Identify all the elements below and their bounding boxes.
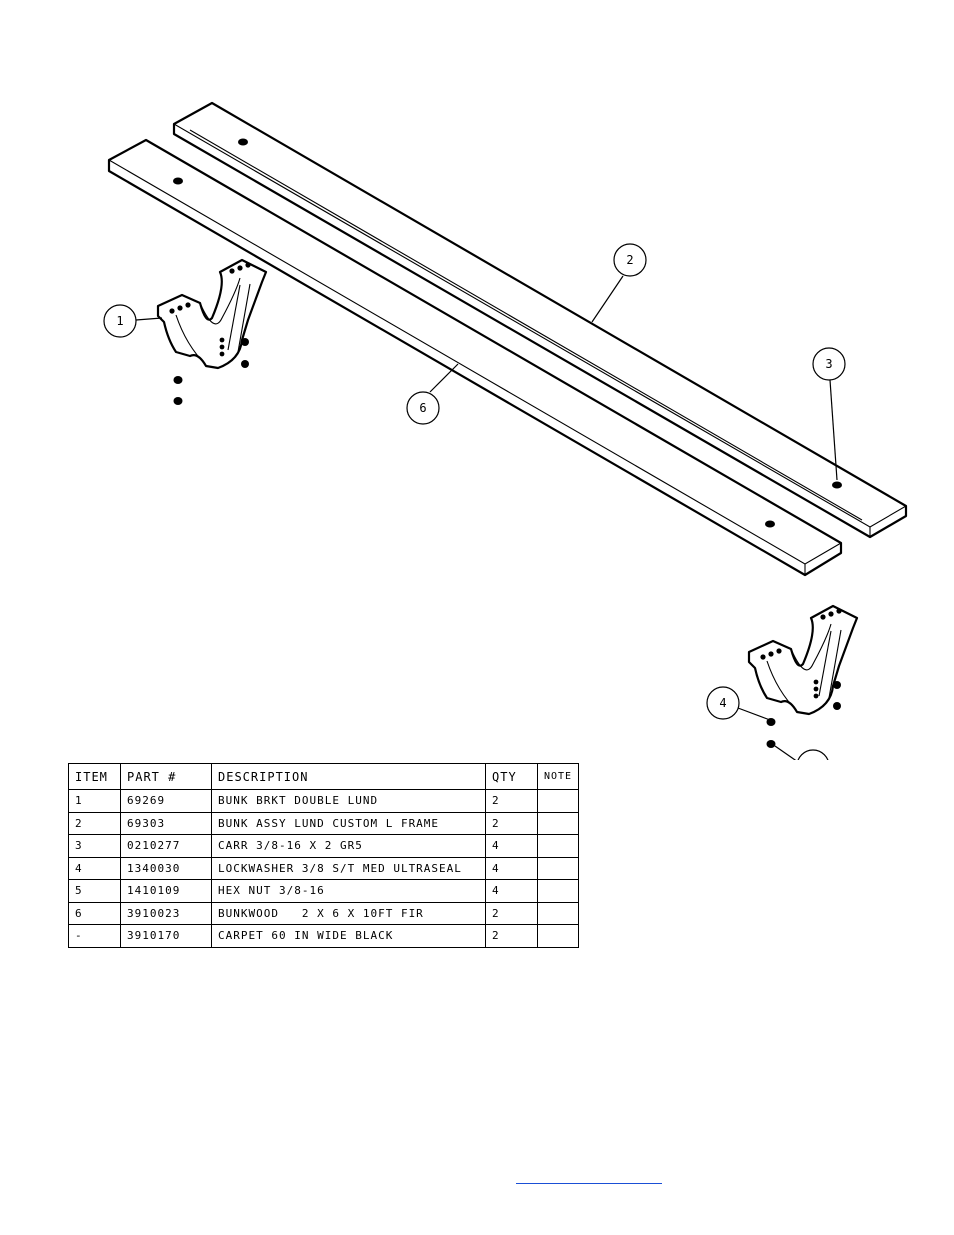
- bom-cell-qty: 2: [485, 901, 538, 925]
- svg-text:3: 3: [825, 357, 832, 371]
- bom-cell-part-number: 3910023: [120, 901, 212, 925]
- bom-cell-part-number: 1410109: [120, 879, 212, 903]
- bunk-board-rear: [172, 101, 908, 539]
- bom-cell-item: 4: [68, 856, 121, 880]
- callout-balloon-5: 5: [797, 749, 829, 760]
- bom-cell-qty: 4: [485, 834, 538, 858]
- bom-cell-item: -: [68, 924, 121, 948]
- bom-cell-item: 2: [68, 811, 121, 835]
- svg-text:5: 5: [809, 759, 816, 760]
- bolt-hole: [238, 138, 248, 146]
- bom-cell-description: BUNK BRKT DOUBLE LUND: [211, 789, 486, 813]
- bom-cell-note: [536, 924, 580, 948]
- callout-balloon-2: 2: [613, 243, 647, 277]
- bom-cell-qty: 2: [485, 789, 538, 813]
- svg-text:2: 2: [626, 253, 633, 267]
- bom-cell-qty: 4: [485, 856, 538, 880]
- lockwasher: [173, 376, 183, 384]
- bom-cell-qty: 4: [485, 879, 538, 903]
- bom-cell-description: HEX NUT 3/8-16: [211, 879, 486, 903]
- bom-cell-note: [536, 811, 580, 835]
- bill-of-materials-table: ITEM PART # DESCRIPTION QTY NOTE 1 69269…: [68, 763, 580, 948]
- exploded-assembly-drawing: 1 2 3 4 5 6: [103, 101, 908, 760]
- bom-header-item: ITEM: [68, 763, 121, 790]
- bom-cell-note: [536, 834, 580, 858]
- bom-header-row: ITEM PART # DESCRIPTION QTY NOTE: [68, 763, 580, 790]
- bom-cell-note: [536, 901, 580, 925]
- bolt-hole: [832, 481, 842, 489]
- bom-row: 1 69269 BUNK BRKT DOUBLE LUND 2: [68, 789, 580, 813]
- bom-cell-description: BUNK ASSY LUND CUSTOM L FRAME: [211, 811, 486, 835]
- bom-row: 5 1410109 HEX NUT 3/8-16 4: [68, 879, 580, 903]
- bunk-bracket-right: [747, 604, 859, 748]
- bom-row: 3 0210277 CARR 3/8-16 X 2 GR5 4: [68, 834, 580, 858]
- bom-cell-qty: 2: [485, 924, 538, 948]
- bom-cell-note: [536, 789, 580, 813]
- bom-cell-description: LOCKWASHER 3/8 S/T MED ULTRASEAL: [211, 856, 486, 880]
- bom-row: - 3910170 CARPET 60 IN WIDE BLACK 2: [68, 924, 580, 948]
- bom-cell-qty: 2: [485, 811, 538, 835]
- bom-header-description: DESCRIPTION: [211, 763, 486, 790]
- bolt-hole: [173, 177, 183, 185]
- callout-balloon-6: 6: [406, 391, 440, 425]
- bom-cell-item: 3: [68, 834, 121, 858]
- hex-nut: [766, 740, 776, 748]
- bom-cell-part-number: 1340030: [120, 856, 212, 880]
- bom-cell-item: 1: [68, 789, 121, 813]
- bunk-board-front: [107, 138, 843, 577]
- svg-text:1: 1: [116, 314, 123, 328]
- svg-text:4: 4: [719, 696, 726, 710]
- bom-cell-part-number: 0210277: [120, 834, 212, 858]
- bom-cell-item: 6: [68, 901, 121, 925]
- bom-cell-part-number: 69269: [120, 789, 212, 813]
- bom-cell-item: 5: [68, 879, 121, 903]
- bom-cell-description: CARR 3/8-16 X 2 GR5: [211, 834, 486, 858]
- callout-balloon-3: 3: [812, 347, 846, 381]
- bom-cell-part-number: 3910170: [120, 924, 212, 948]
- svg-text:6: 6: [419, 401, 426, 415]
- bom-header-qty: QTY: [485, 763, 538, 790]
- bom-header-part-number: PART #: [120, 763, 212, 790]
- bom-cell-description: BUNKWOOD 2 X 6 X 10FT FIR: [211, 901, 486, 925]
- bom-cell-description: CARPET 60 IN WIDE BLACK: [211, 924, 486, 948]
- bom-header-note: NOTE: [536, 763, 580, 790]
- hex-nut: [173, 397, 183, 405]
- bom-cell-part-number: 69303: [120, 811, 212, 835]
- bom-row: 4 1340030 LOCKWASHER 3/8 S/T MED ULTRASE…: [68, 856, 580, 880]
- bunk-bracket-left: [156, 258, 268, 405]
- footer-link[interactable]: [516, 1171, 662, 1184]
- callout-balloon-4: 4: [706, 686, 740, 720]
- callout-balloon-1: 1: [103, 304, 137, 338]
- bom-cell-note: [536, 879, 580, 903]
- bom-row: 6 3910023 BUNKWOOD 2 X 6 X 10FT FIR 2: [68, 901, 580, 925]
- bolt-hole: [765, 520, 775, 528]
- bom-row: 2 69303 BUNK ASSY LUND CUSTOM L FRAME 2: [68, 811, 580, 835]
- bom-cell-note: [536, 856, 580, 880]
